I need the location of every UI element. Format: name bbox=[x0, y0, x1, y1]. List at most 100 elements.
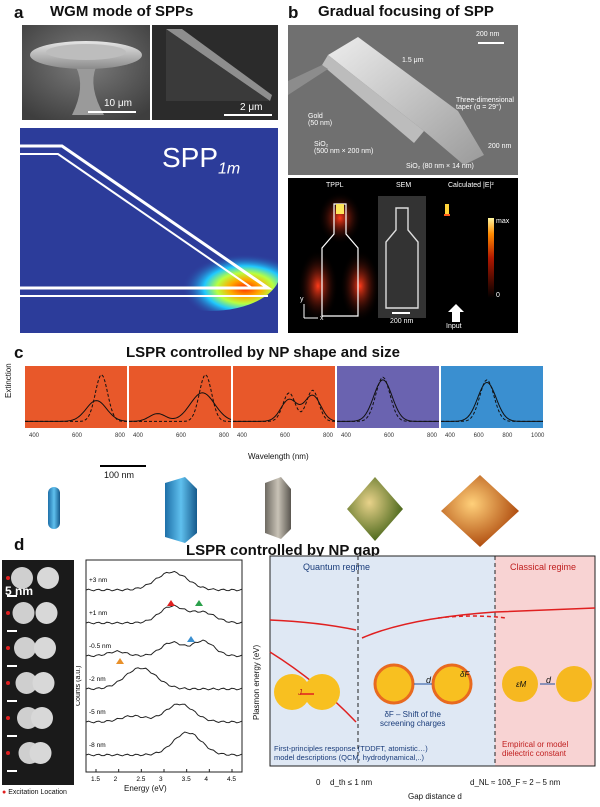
sem-label: SEM bbox=[396, 182, 412, 189]
epsilon-m-label: εM bbox=[516, 680, 527, 689]
spectrum-line bbox=[85, 639, 243, 658]
first-principles-text: First-principles response (TDDFT, atomis… bbox=[274, 744, 428, 762]
tick-label: 600 bbox=[72, 433, 83, 439]
input-label: Input bbox=[446, 323, 462, 330]
tem-particle bbox=[37, 567, 59, 589]
tick-label: 800 bbox=[219, 433, 230, 439]
green-marker bbox=[195, 600, 203, 606]
regime-diagram bbox=[269, 555, 596, 767]
panel-b-title: Gradual focusing of SPP bbox=[318, 3, 494, 20]
scale-label: 100 nm bbox=[104, 470, 135, 480]
spectrum-panel: 400 600 800 bbox=[233, 366, 336, 439]
octahedron-green bbox=[347, 477, 403, 541]
tem-scale-bar bbox=[7, 630, 17, 632]
sem-disk-image: 10 μm bbox=[22, 25, 150, 120]
extinction-ylabel: Extinction bbox=[4, 363, 13, 398]
scale-label: 10 μm bbox=[104, 98, 132, 109]
spectrum-line bbox=[85, 703, 243, 724]
measured-spectrum-line bbox=[129, 392, 232, 422]
measured-spectrum-line bbox=[233, 394, 336, 422]
x-tick-label: 4.5 bbox=[227, 776, 236, 783]
panel-d-label: d bbox=[14, 535, 25, 554]
orange-marker bbox=[116, 658, 124, 664]
x-tick-label: 1.5 bbox=[91, 776, 100, 783]
gap-label: -2 nm bbox=[89, 676, 106, 683]
tem-scale-bar bbox=[7, 665, 17, 667]
sem-taper-image: 200 nm 1.5 μm Gold (50 nm) SiO₂ (500 nm … bbox=[288, 25, 518, 175]
x-tick-zero: 0 bbox=[316, 778, 321, 787]
x-tick-label: 3.5 bbox=[182, 776, 191, 783]
scale-bar bbox=[88, 111, 136, 113]
spectrum-panel-bg bbox=[337, 366, 439, 428]
plot-frame bbox=[85, 559, 243, 773]
panel-d-title: LSPR controlled by NP gap bbox=[186, 542, 380, 559]
panel-a-title: WGM mode of SPPs bbox=[50, 3, 194, 20]
tick-label: 400 bbox=[237, 433, 248, 439]
gap-label: -8 nm bbox=[89, 742, 106, 749]
excitation-marker bbox=[6, 716, 10, 720]
scale-bar bbox=[100, 465, 146, 467]
excitation-marker bbox=[6, 646, 10, 650]
blue-marker bbox=[187, 636, 195, 642]
classical-regime-label: Classical regime bbox=[510, 562, 577, 572]
colorbar-min: 0 bbox=[496, 292, 500, 299]
octahedron-orange bbox=[441, 475, 519, 547]
measured-spectrum-line bbox=[441, 381, 543, 422]
tem-particle bbox=[11, 567, 33, 589]
excitation-marker bbox=[6, 576, 10, 580]
tem-scale-label: 5 nm bbox=[5, 584, 34, 598]
gap-label: +3 nm bbox=[89, 577, 107, 584]
wgm-field-simulation: SPP1m bbox=[20, 128, 278, 333]
nanoparticle-shapes bbox=[48, 475, 519, 547]
tick-label: 400 bbox=[29, 433, 40, 439]
x-tick-label: 3 bbox=[159, 776, 163, 783]
tick-label: 800 bbox=[502, 433, 513, 439]
tick-label: 800 bbox=[323, 433, 334, 439]
annotation-tip: 200 nm bbox=[488, 143, 512, 150]
panel-c-title: LSPR controlled by NP shape and size bbox=[126, 344, 400, 361]
tem-dimer-series: 5 nm bbox=[2, 560, 74, 785]
axis-y-label: y bbox=[300, 296, 304, 303]
wavelength-xlabel: Wavelength (nm) bbox=[248, 452, 309, 461]
gap-d-label: d bbox=[426, 675, 432, 685]
spectrum-line bbox=[85, 731, 243, 757]
gap-d-label-classical: d bbox=[546, 675, 552, 685]
tick-label: 400 bbox=[341, 433, 352, 439]
tem-scale-bar bbox=[7, 735, 17, 737]
tem-particle bbox=[12, 602, 35, 624]
spectrum-panel-bg bbox=[25, 366, 127, 428]
scale-bar bbox=[392, 312, 410, 314]
tem-scale-bar bbox=[7, 770, 17, 772]
panel-b-label: b bbox=[288, 3, 299, 22]
panel-c-label: c bbox=[14, 343, 24, 362]
scale-label: 200 nm bbox=[390, 318, 414, 325]
nanorod-large bbox=[165, 477, 197, 543]
tem-particle bbox=[32, 672, 55, 694]
annotation-gold: Gold (50 nm) bbox=[308, 113, 333, 127]
spectrum-panel-bg bbox=[233, 366, 335, 428]
annotation-length: 1.5 μm bbox=[402, 57, 424, 64]
shift-text: δF – Shift of the screening charges bbox=[380, 710, 446, 728]
spectrum-line bbox=[85, 667, 243, 691]
panel-a-label: a bbox=[14, 3, 24, 22]
tick-label: 600 bbox=[474, 433, 485, 439]
tem-particle bbox=[31, 707, 53, 729]
x-tick-label: 4 bbox=[204, 776, 208, 783]
tem-scale-bar bbox=[7, 700, 17, 702]
spectrum-panel-bg bbox=[441, 366, 543, 428]
tick-label: 600 bbox=[280, 433, 291, 439]
scale-label: 2 μm bbox=[240, 102, 263, 113]
nanorod-small bbox=[48, 487, 60, 529]
x-tick-dth: d_th ≤ 1 nm bbox=[330, 778, 373, 787]
bipyramid-rod bbox=[265, 477, 291, 539]
tppl-label: TPPL bbox=[326, 182, 344, 189]
delta-f-label: δF bbox=[460, 670, 470, 679]
spectra-ylabel: Counts (a.u.) bbox=[76, 666, 82, 706]
spectra-xlabel: Energy (eV) bbox=[124, 784, 167, 793]
gap-label: +1 nm bbox=[89, 610, 107, 617]
annotation-taper: Three-dimensional taper (α = 29°) bbox=[456, 97, 514, 111]
